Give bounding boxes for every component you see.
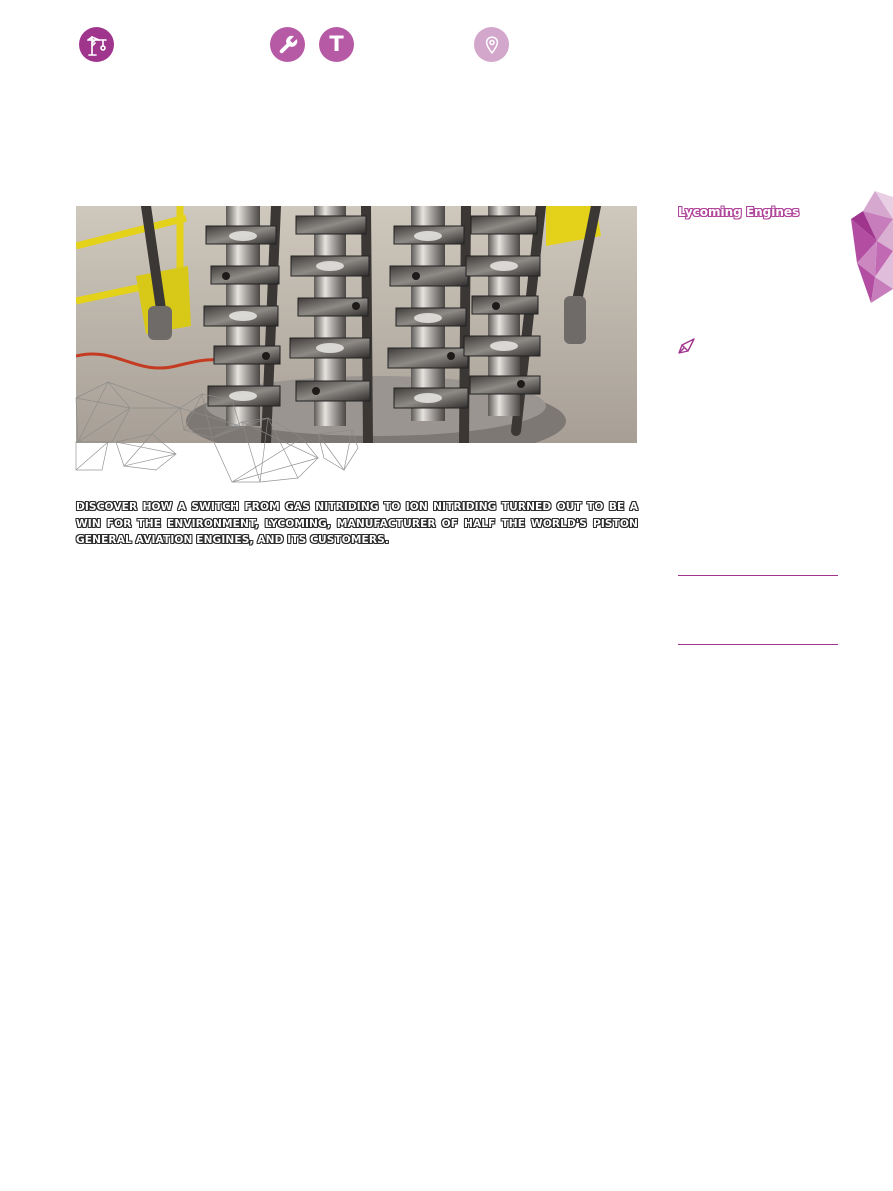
company-name: Lycoming Engines <box>678 205 800 219</box>
article-intro: Discover how a switch from gas nitriding… <box>76 501 638 546</box>
gem-decoration <box>851 191 893 303</box>
location-pin-icon <box>474 27 509 62</box>
text-t-glyph: T <box>329 32 344 56</box>
crane-icon <box>79 27 114 62</box>
rocket-icon <box>677 337 697 359</box>
sidebar-divider-bottom <box>678 644 838 645</box>
polygon-decoration <box>75 381 359 483</box>
sidebar-divider-top <box>678 575 838 576</box>
text-t-icon: T <box>319 27 354 62</box>
hero-photo <box>76 206 637 443</box>
wrench-icon <box>270 27 305 62</box>
